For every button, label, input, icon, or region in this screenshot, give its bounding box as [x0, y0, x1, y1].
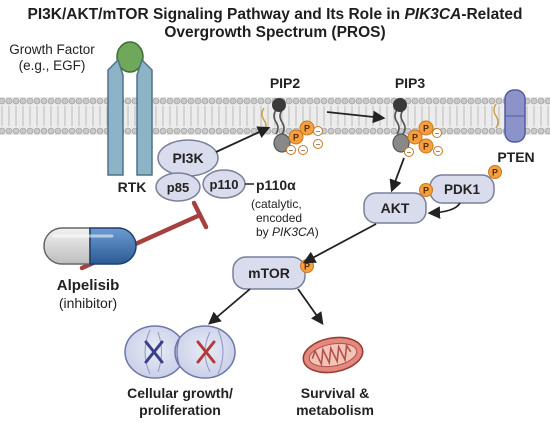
title-line-2: Overgrowth Spectrum (PROS) [164, 24, 385, 41]
akt-label: AKT [381, 200, 410, 216]
pten-icon [504, 89, 526, 143]
growth-factor-example: (e.g., EGF) [19, 58, 86, 73]
negative-charge-icon: − [286, 145, 296, 155]
pi3k-label: PI3K [172, 150, 203, 166]
mitochondrion-icon [302, 336, 364, 374]
akt-node: AKT [363, 192, 427, 224]
phosphate-label: P [492, 168, 498, 178]
phosphate-icon: P [418, 120, 434, 136]
pi3k-complex: PI3K p85 p110 [155, 139, 246, 202]
dividing-cell-icon [124, 325, 236, 379]
negative-charge-icon: − [298, 145, 308, 155]
p110-alpha-label: p110α [256, 177, 296, 193]
phosphate-label: P [423, 186, 429, 196]
phospholipid-icon [272, 98, 291, 153]
phosphate-label: P [304, 124, 310, 134]
ligand-icon [116, 41, 144, 73]
pip2-label: PIP2 [270, 75, 301, 91]
phospholipid-icon [392, 98, 410, 153]
p110-label: p110 [210, 177, 239, 192]
charge-label: − [316, 140, 321, 149]
outcome-growth-line-1: Cellular growth/ [127, 385, 233, 401]
phosphate-label: P [412, 133, 418, 143]
charge-label: − [289, 146, 294, 155]
negative-charge-icon: − [313, 139, 323, 149]
phosphate-icon: P [407, 129, 423, 145]
title-line-1: PI3K/AKT/mTOR Signaling Pathway and Its … [28, 6, 523, 23]
charge-label: − [435, 129, 440, 138]
phosphate-icon: P [488, 165, 502, 179]
negative-charge-icon: − [433, 146, 443, 156]
pdk1-node: PDK1 [429, 174, 495, 204]
phosphate-icon: P [288, 129, 304, 145]
inhibitor-name: Alpelisib [57, 277, 120, 294]
phosphate-icon: P [418, 138, 434, 154]
p85-label: p85 [167, 180, 189, 195]
mtor-label: mTOR [248, 265, 290, 281]
p110-alpha-note-1: (catalytic, [251, 197, 302, 211]
receptor-icon [107, 41, 153, 176]
outcome-survival-line-1: Survival & [301, 385, 369, 401]
outcome-survival-line-2: metabolism [296, 402, 374, 418]
pill-icon [43, 227, 137, 265]
growth-factor-label: Growth Factor [9, 42, 95, 57]
phosphate-label: P [423, 142, 429, 152]
pdk1-label: PDK1 [444, 182, 481, 197]
phosphate-icon: P [419, 183, 433, 197]
charge-label: − [316, 127, 321, 136]
phosphate-label: P [293, 133, 299, 143]
p110-alpha-note-3: by PIK3CA) [256, 225, 319, 239]
charge-label: − [301, 146, 306, 155]
pten-label: PTEN [497, 149, 534, 165]
inhibitor-role: (inhibitor) [59, 295, 117, 311]
charge-label: − [407, 148, 412, 157]
inhibition-bar [191, 200, 209, 230]
negative-charge-icon: − [404, 147, 414, 157]
charge-label: − [436, 147, 441, 156]
negative-charge-icon: − [313, 126, 323, 136]
p110-alpha-note-2: encoded [256, 211, 302, 225]
negative-charge-icon: − [432, 128, 442, 138]
pip3-label: PIP3 [395, 75, 426, 91]
mtor-node: mTOR [232, 256, 306, 290]
phosphate-label: P [304, 262, 310, 272]
phosphate-icon: P [299, 120, 315, 136]
phosphate-label: P [423, 124, 429, 134]
outcome-growth-line-2: proliferation [139, 402, 221, 418]
rtk-label: RTK [118, 179, 147, 195]
